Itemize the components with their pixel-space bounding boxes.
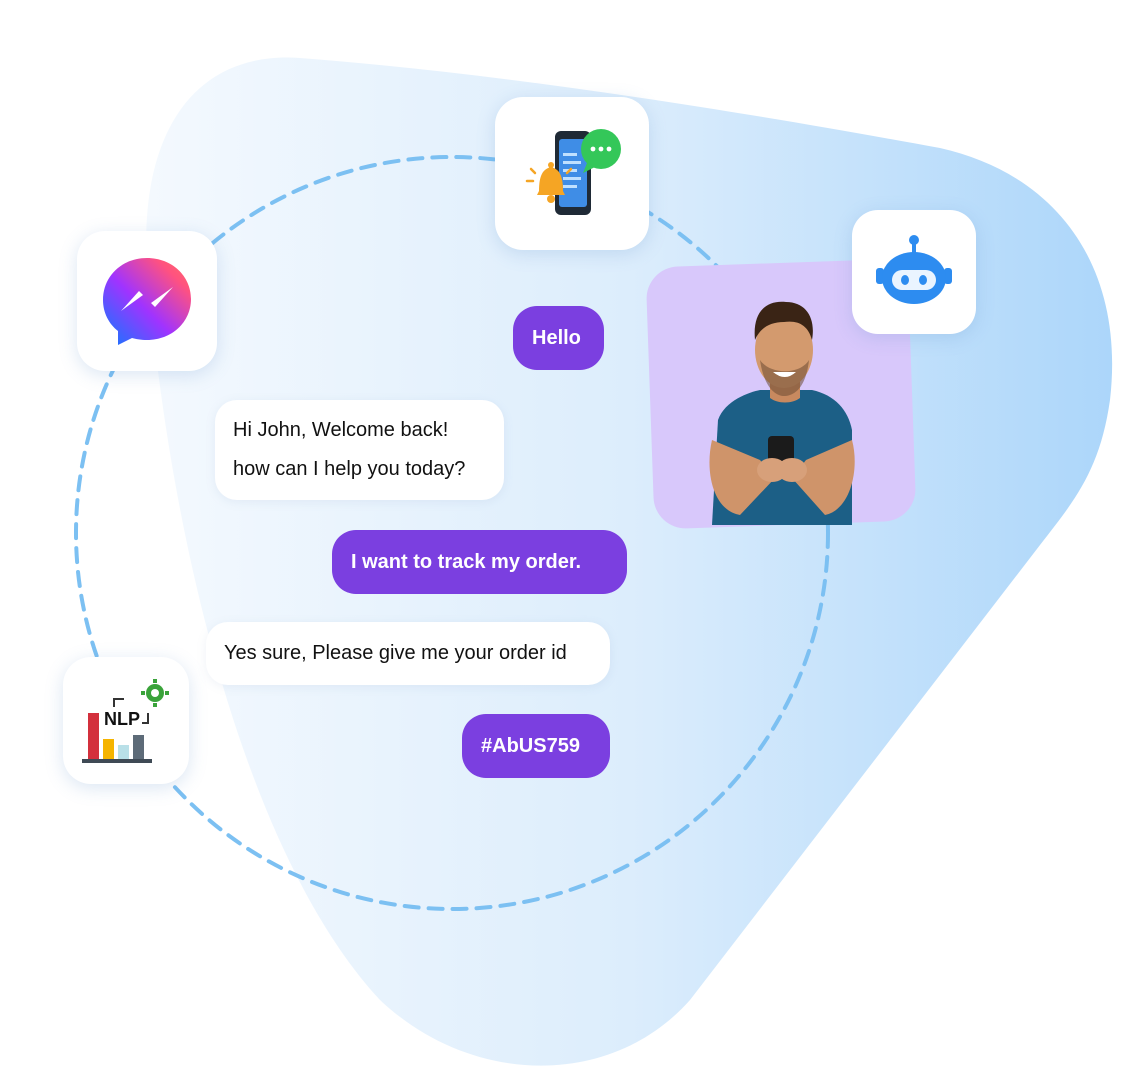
user-message-track-order: I want to track my order. [332,530,627,594]
messenger-tile [77,231,217,371]
user-message-hello: Hello [513,306,604,370]
message-text: I want to track my order. [351,551,582,573]
nlp-chart-icon: NLP [82,678,169,763]
message-text-line-1: Hi John, Welcome back! [233,419,449,441]
chatbot-robot-icon [876,235,952,304]
phone-bell-chat-icon [525,128,621,215]
bot-message-order-id-request: Yes sure, Please give me your order id [206,622,610,685]
notification-tile [495,97,649,250]
message-text-line-2: how can I help you today? [233,458,466,480]
user-message-order-id: #AbUS759 [462,714,610,778]
robot-tile [852,210,976,334]
message-text: Hello [532,327,581,349]
nlp-tile: NLP [63,657,189,784]
bot-message-welcome: Hi John, Welcome back! how can I help yo… [215,400,504,500]
nlp-label: NLP [104,709,140,729]
message-text: Yes sure, Please give me your order id [224,642,567,664]
messenger-icon [103,258,191,345]
message-text: #AbUS759 [481,735,580,757]
